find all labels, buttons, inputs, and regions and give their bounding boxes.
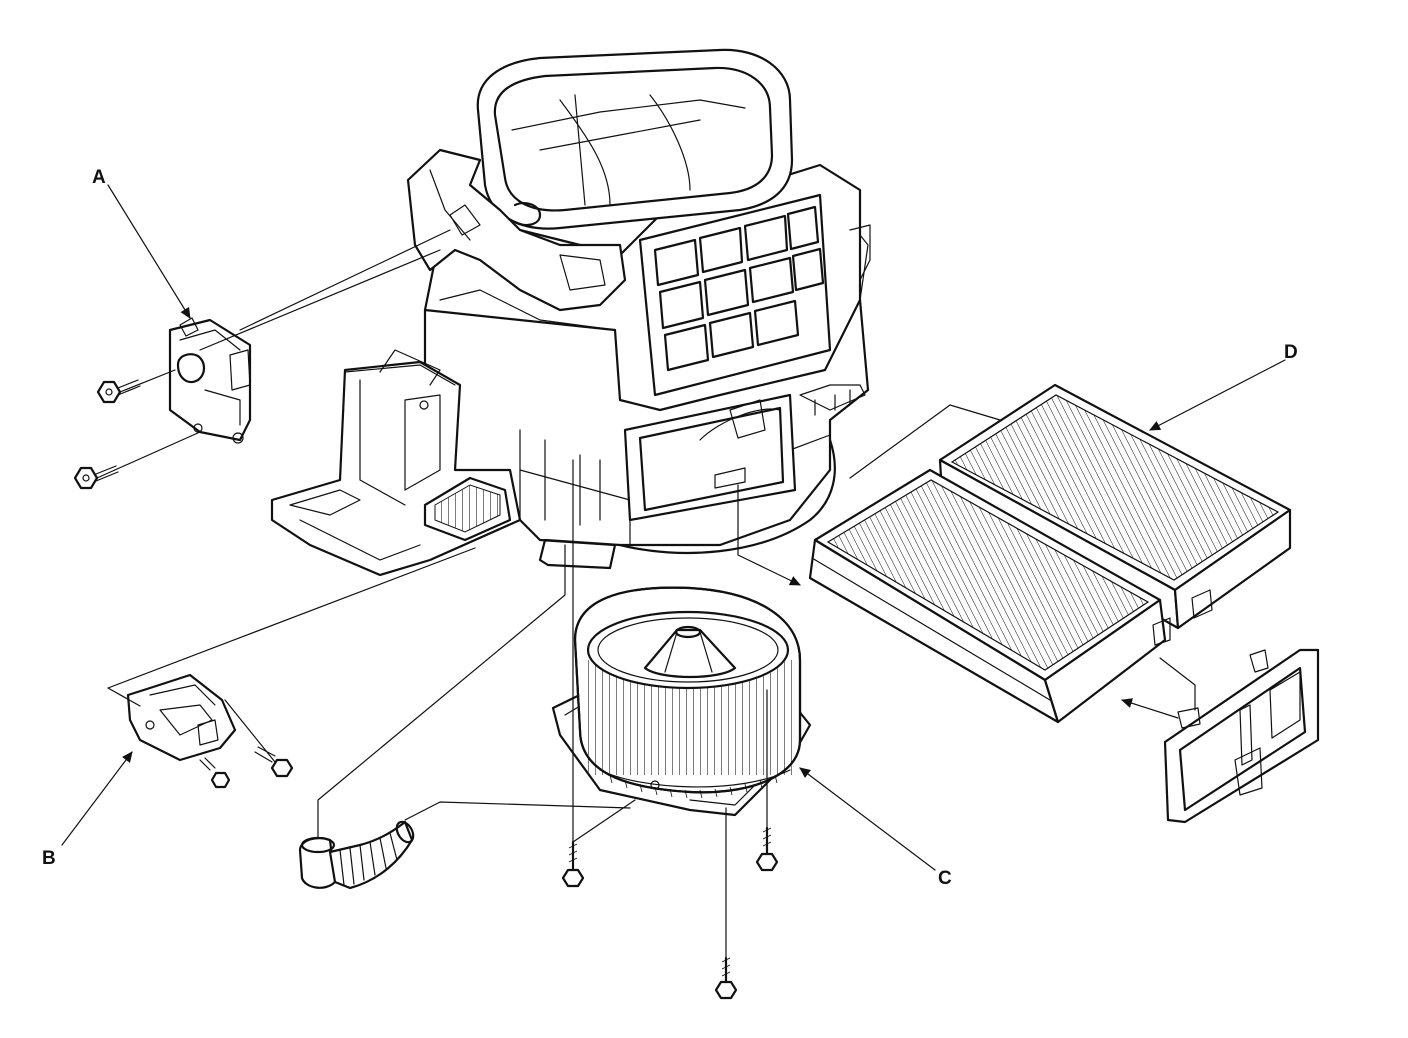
callout-label-c: C [938,868,952,889]
blower-housing [270,48,871,577]
part-d-filter-lower [808,468,1171,724]
recirculation-grille [653,205,825,372]
callout-label-a: A [92,167,106,188]
hose [298,820,415,890]
leader-d [1149,359,1286,431]
screw-c-left [561,840,585,888]
screw-a-lower [73,465,119,490]
screw-b-right [254,746,294,778]
assembly-lines [96,229,1196,959]
callout-leaders [61,184,1286,871]
filter-cover [1163,648,1320,824]
screw-c-bottom [714,956,738,1000]
part-a-actuator [168,317,252,444]
screw-b-left [199,757,231,789]
leader-a [107,184,191,319]
screw-a-upper [96,379,141,404]
callout-label-d: D [1284,342,1298,363]
air-intake-ring [476,48,794,230]
callout-label-b: B [42,848,56,869]
leader-b [61,751,133,846]
leader-c [799,767,936,871]
part-b-resistor [126,673,237,762]
screw-c-right [755,826,779,872]
part-c-blower-motor [551,586,812,817]
